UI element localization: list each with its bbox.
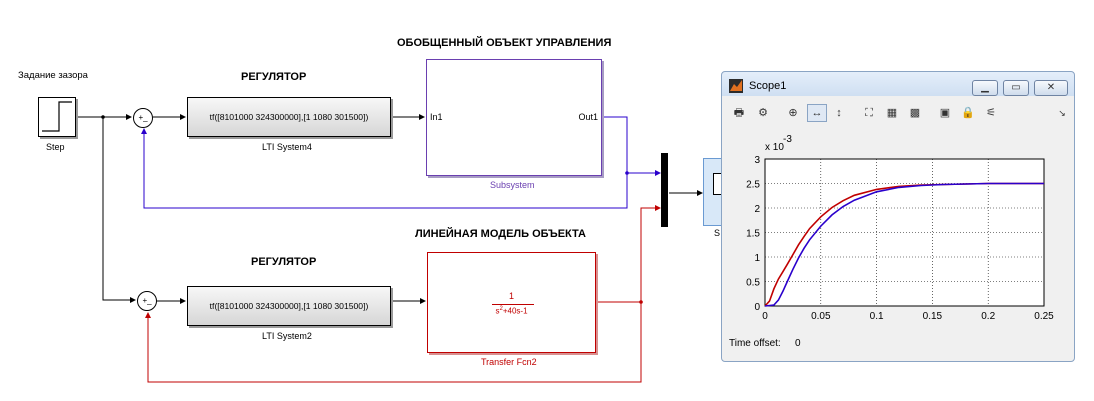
time-offset-value: 0 (795, 338, 801, 349)
lock-icon[interactable]: 🔒 (961, 107, 975, 119)
zoom-x-icon[interactable]: ↔ (807, 104, 827, 122)
subsystem-name: Subsystem (490, 180, 535, 190)
autoscale-icon[interactable]: ⛶ (865, 107, 873, 119)
scope-block-name-partial: S (714, 228, 721, 238)
regulator-top-title: РЕГУЛЯТОР (241, 71, 307, 83)
scope-plot: 0 0.05 0.1 0.15 0.2 0.25 0 0.5 1 1.5 2 2.5 3 x 10-3 (746, 134, 1054, 322)
object-top-title: ОБОБЩЕННЫЙ ОБЪЕКТ УПРАВЛЕНИЯ (397, 37, 612, 49)
parameters-icon[interactable]: ▣ (939, 107, 951, 119)
subsystem-in-port: In1 (430, 112, 443, 122)
object-bottom-title: ЛИНЕЙНАЯ МОДЕЛЬ ОБЪЕКТА (415, 228, 586, 240)
print-icon[interactable]: 🖶 (733, 107, 745, 119)
x-tick-label: 0 (762, 311, 768, 322)
save-axes-icon[interactable]: ▦ (886, 107, 898, 119)
x-tick-label: 0.25 (1034, 311, 1054, 322)
signal-selector-icon[interactable]: ⚟ (986, 107, 996, 119)
x-tick-label: 0.2 (981, 311, 995, 322)
y-tick-label: 0.5 (746, 278, 760, 289)
lti-system2-block[interactable]: tf([8101000 324300000],[1 1080 301500]) (187, 286, 391, 326)
restore-axes-icon[interactable]: ▩ (909, 107, 921, 119)
y-tick-label: 1 (754, 253, 760, 264)
lti-system4-name: LTI System4 (262, 142, 312, 152)
transfer-fcn2-block[interactable]: 1 s2+40s-1 (427, 252, 596, 353)
x-tick-label: 0.05 (811, 311, 831, 322)
minimize-button[interactable]: ▁ (972, 80, 998, 96)
zoom-in-icon[interactable]: ⊕ (788, 107, 798, 119)
y-multiplier: x 10 (765, 142, 784, 153)
scope-title: Scope1 (749, 80, 787, 92)
tf-denominator: s2+40s-1 (495, 306, 528, 316)
tf-fraction-line (492, 304, 534, 305)
time-offset-label: Time offset: (729, 338, 781, 349)
y-tick-label: 3 (754, 155, 760, 166)
subsystem-out-port: Out1 (578, 112, 598, 122)
y-tick-label: 1.5 (746, 229, 760, 240)
matlab-icon (729, 79, 743, 93)
sum-block-top[interactable]: +_ (133, 108, 153, 128)
gear-icon[interactable]: ⚙ (758, 107, 768, 119)
lti-system4-block[interactable]: tf([8101000 324300000],[1 1080 301500]) (187, 97, 391, 137)
regulator-bottom-title: РЕГУЛЯТОР (251, 256, 317, 268)
scope-window[interactable]: Scope1 ▁ ▭ ✕ 🖶 ⚙ ⊕ ↔ ↕ ⛶ ▦ ▩ ▣ 🔒 ⚟ ↘ 0 0.… (721, 71, 1075, 362)
transfer-fcn2-name: Transfer Fcn2 (481, 357, 537, 367)
series-line-1 (764, 182, 1044, 307)
x-tick-label: 0.15 (923, 311, 943, 322)
toolbar-overflow-icon[interactable]: ↘ (1058, 108, 1066, 118)
step-icon (42, 101, 72, 132)
sum-block-bottom[interactable]: +_ (137, 291, 157, 311)
close-button[interactable]: ✕ (1034, 80, 1068, 96)
y-tick-label: 0 (754, 302, 760, 313)
maximize-button[interactable]: ▭ (1003, 80, 1029, 96)
step-block[interactable] (38, 97, 76, 137)
step-name: Step (46, 142, 65, 152)
gap-reference-label: Задание зазора (18, 70, 88, 81)
lti-system2-name: LTI System2 (262, 331, 312, 341)
y-tick-label: 2.5 (746, 180, 760, 191)
y-tick-label: 2 (754, 204, 760, 215)
zoom-y-icon[interactable]: ↕ (836, 107, 842, 119)
y-exponent: -3 (783, 134, 792, 145)
x-tick-label: 0.1 (870, 311, 884, 322)
subsystem-block[interactable]: In1 Out1 (426, 59, 602, 176)
tf-numerator: 1 (508, 291, 514, 301)
